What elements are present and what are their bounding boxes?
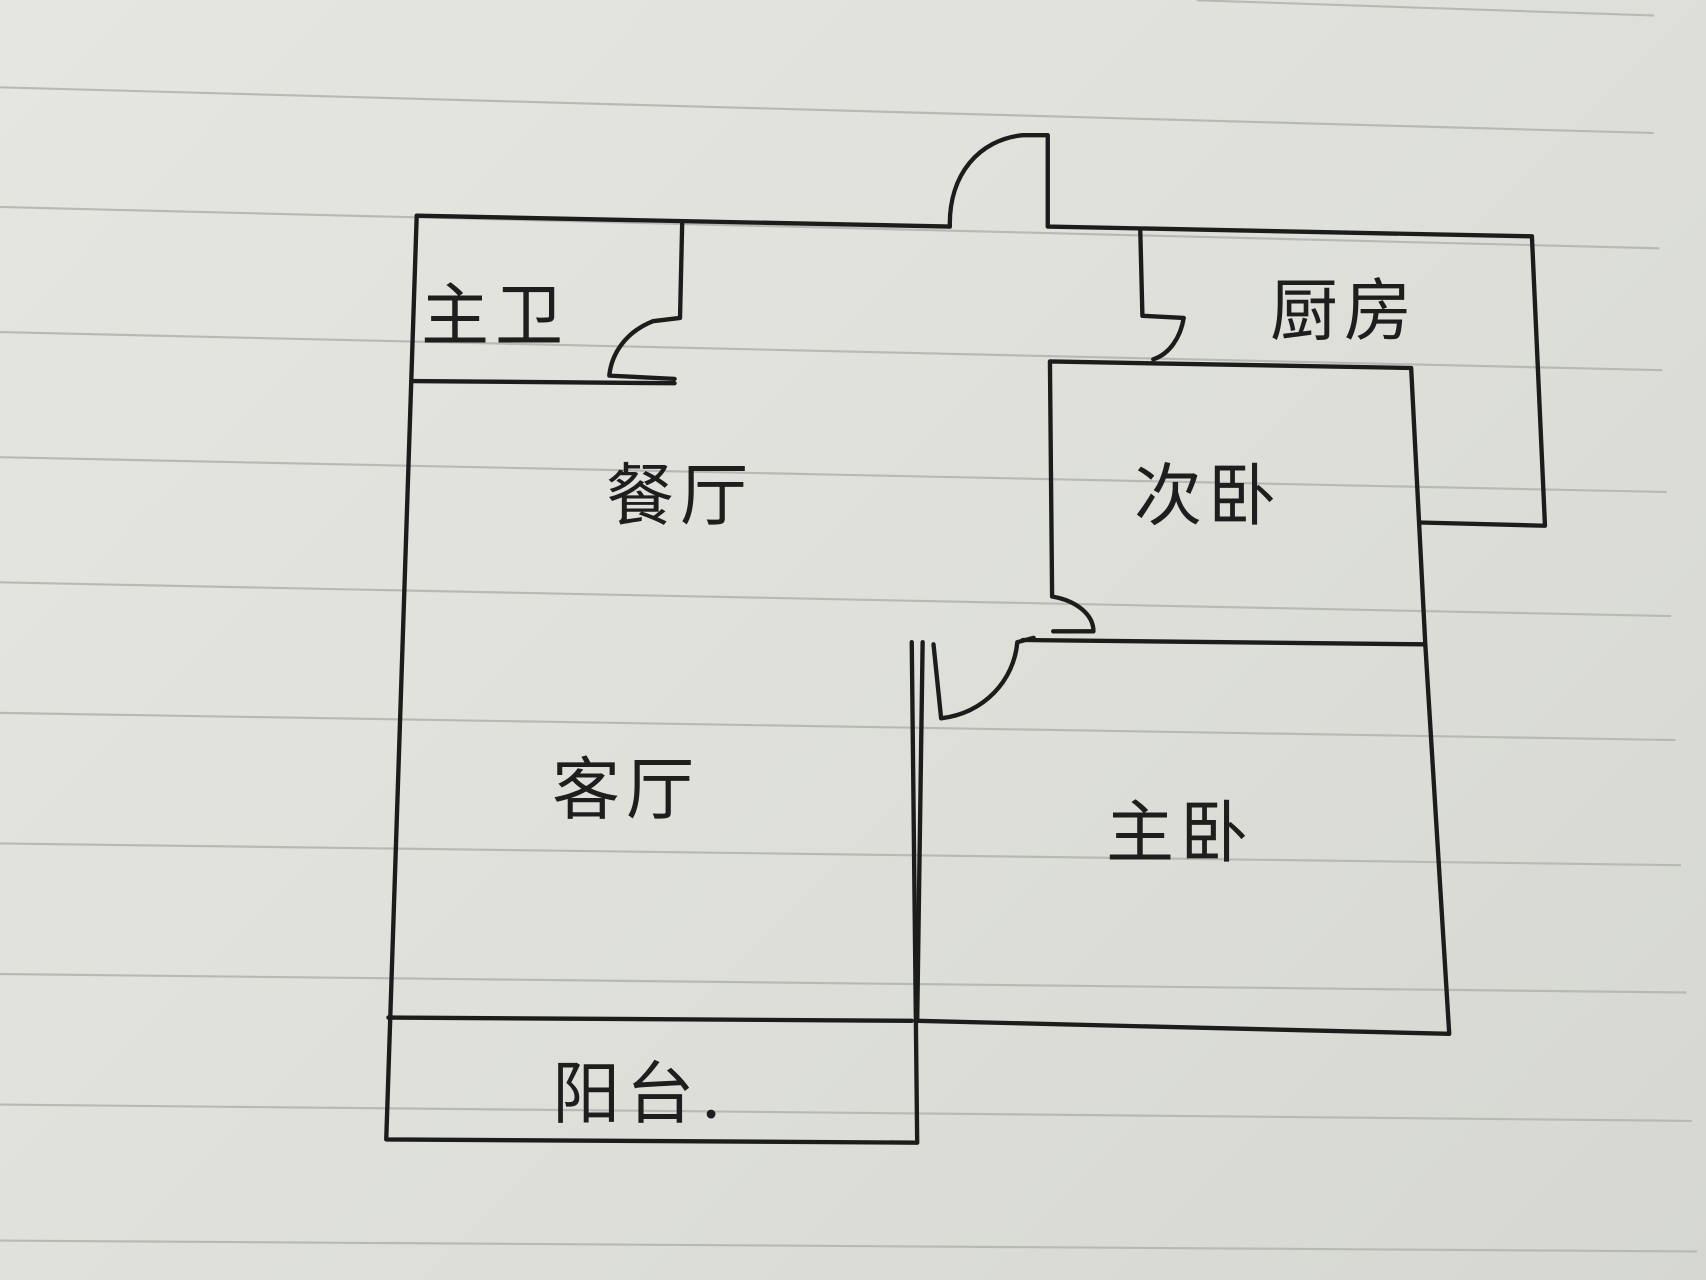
room-label-master-bedroom: 主卧 bbox=[1105, 794, 1255, 874]
room-label-dining-room: 餐厅 bbox=[605, 457, 755, 537]
room-label-balcony: 阳台. bbox=[552, 1055, 728, 1135]
room-label-master-bath: 主卫 bbox=[420, 277, 570, 357]
paper-ruled-lines bbox=[0, 0, 1698, 1253]
walls bbox=[384, 132, 1548, 1145]
room-label-kitchen: 厨房 bbox=[1269, 272, 1419, 352]
room-label-living-room: 客厅 bbox=[551, 751, 701, 831]
room-label-second-bedroom: 次卧 bbox=[1133, 457, 1283, 537]
